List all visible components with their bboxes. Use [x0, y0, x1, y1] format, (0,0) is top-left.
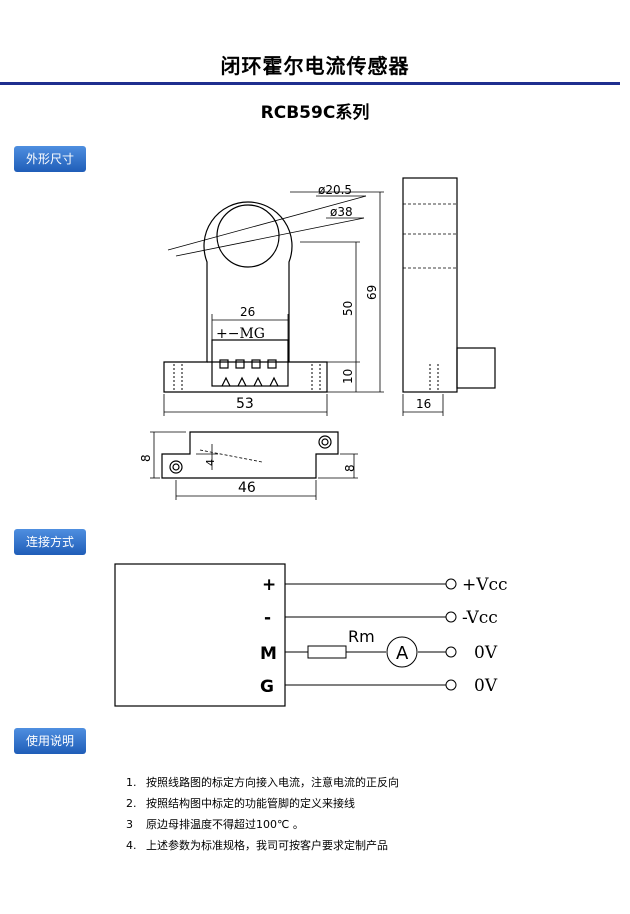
note-number: 3	[126, 818, 133, 831]
section-tag-dimensions: 外形尺寸	[14, 146, 87, 172]
note-text: 按照线路图的标定方向接入电流，注意电流的正反向	[146, 776, 399, 789]
note-item: 3 原边母排温度不得超过100℃ 。	[126, 814, 399, 835]
dim-width-46: 46	[238, 480, 256, 496]
terminal-plus-vcc: +Vcc	[462, 575, 508, 595]
terminal-0v-m: 0V	[474, 643, 498, 663]
note-number: 1.	[126, 776, 137, 789]
dim-height-8a: 8	[139, 454, 153, 462]
pin-labels: +−MG	[216, 326, 265, 342]
ammeter-icon: A	[396, 643, 409, 664]
page-title: 闭环霍尔电流传感器	[220, 54, 410, 78]
section-tag-usage: 使用说明	[14, 728, 87, 754]
pin-minus: -	[264, 608, 271, 628]
note-item: 2. 按照结构图中标定的功能管脚的定义来接线	[126, 793, 399, 814]
dim-height-10: 10	[341, 369, 355, 384]
note-text: 上述参数为标准规格，我司可按客户要求定制产品	[146, 839, 388, 852]
note-text: 按照结构图中标定的功能管脚的定义来接线	[146, 797, 355, 810]
dim-width-26: 26	[240, 305, 255, 319]
note-number: 2.	[126, 797, 137, 810]
dim-outer-diameter: ø38	[330, 205, 353, 219]
series-subtitle: RCB59C系列	[260, 103, 370, 123]
resistor-label: Rm	[348, 627, 375, 646]
pin-plus: +	[262, 575, 276, 595]
dim-height-4: 4	[204, 459, 217, 466]
note-item: 4. 上述参数为标准规格，我司可按客户要求定制产品	[126, 835, 399, 856]
dim-inner-diameter: ø20.5	[318, 183, 352, 197]
note-item: 1. 按照线路图的标定方向接入电流，注意电流的正反向	[126, 772, 399, 793]
section-tag-wiring: 连接方式	[14, 529, 87, 555]
pin-m: M	[260, 644, 277, 664]
title-rule	[0, 82, 620, 85]
terminal-0v-g: 0V	[474, 676, 498, 696]
dim-width-53: 53	[236, 396, 254, 412]
dim-width-16: 16	[416, 397, 431, 411]
usage-notes: 1. 按照线路图的标定方向接入电流，注意电流的正反向 2. 按照结构图中标定的功…	[126, 772, 399, 856]
dim-height-8b: 8	[343, 464, 357, 472]
dim-height-50: 50	[341, 301, 355, 316]
note-number: 4.	[126, 839, 137, 852]
terminal-minus-vcc: -Vcc	[462, 608, 498, 628]
dim-height-69: 69	[365, 285, 379, 300]
note-text: 原边母排温度不得超过100℃ 。	[146, 818, 304, 831]
pin-g: G	[260, 677, 274, 697]
